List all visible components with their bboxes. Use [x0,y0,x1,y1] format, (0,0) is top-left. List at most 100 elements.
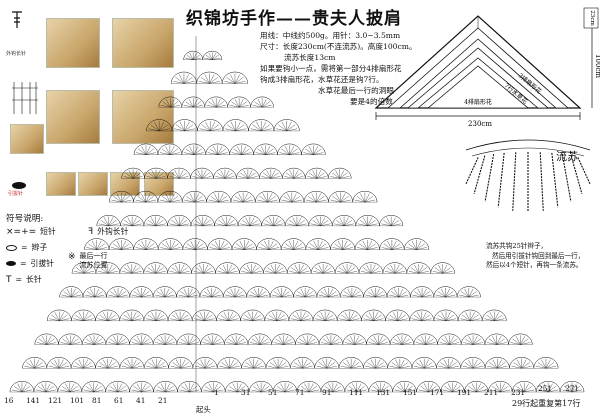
fan-stitch [82,286,107,298]
fan-stitch [158,96,183,108]
fan-stitch [152,333,178,345]
fan-stitch [181,143,206,155]
step-photo [46,18,100,68]
fan-stitch [464,381,489,393]
fan-stitch [199,286,224,298]
row-number-label: 16 [4,396,14,405]
legend-item-slip-stitch: = 引拔针 [6,258,54,269]
fringe-strand [551,152,559,208]
tutorial-bottom-label: 引拔针 [8,191,24,197]
front-post-symbol [12,11,22,28]
note-line: 用线：中线约500g。用针：3.0~3.5mm [260,31,401,40]
legend-item-front-post: ꟻ 外钩长针 [88,226,128,237]
row-number-label: 191 [457,388,472,397]
fan-stitch [293,286,318,298]
fan-stitch [559,380,585,393]
fan-stitch [312,309,338,321]
row-number-label: 131 [376,388,391,397]
fan-stitch [9,380,35,393]
fan-stitch [71,309,96,321]
fan-stitch [288,309,314,321]
fringe-marker-icon: ※ [68,252,76,262]
legend-label: 外钩长针 [97,227,129,236]
fan-stitch [272,380,298,393]
fan-stitch [460,357,486,369]
height-label: 100cm [594,54,600,78]
fan-stitch [277,143,302,155]
legend-label: 最后一行流苏位置 [79,252,108,269]
fan-stitch [355,215,380,227]
step-photo [10,124,44,154]
tutorial-panel: 外钩长针 引拔针 [4,6,182,200]
fringe-note-line: 然后以4个短针，再钩一条流苏。 [486,261,583,269]
fringe-arc [471,147,585,157]
step-photo [112,18,174,68]
fan-stitch [403,238,430,250]
fan-stitch [167,167,191,179]
fan-stitch [363,357,388,369]
legend-item-single-crochet: ×=+= 短针 [6,226,56,237]
row-number-label: 251 [538,384,553,393]
legend-title: 符号说明: [6,214,44,224]
fan-stitch [379,238,405,250]
legend-label: 引拔针 [30,259,54,268]
fan-stitch [318,333,344,345]
fan-stitch [181,96,205,108]
symbol-legend: 符号说明: ×=+= 短针 ꟻ 外钩长针 = 辫子 = 引拔针 T = 长针 ※… [6,212,176,292]
row-number-label: 91 [322,388,332,397]
fan-stitch [230,191,256,203]
fan-stitch [143,215,168,227]
fan-stitch [157,143,183,155]
row-number-label: 51 [268,388,278,397]
note-line: 如果要钩小一点，需将第一部分4排扇形花 [260,64,402,73]
step-photo [110,172,140,196]
fan-stitch [240,309,265,321]
fan-stitch [488,380,513,393]
fan-stitch [392,381,417,393]
row-number-label: 171 [430,388,445,397]
fan-stitch [382,262,408,274]
fan-stitch [157,190,183,203]
fan-stitch [168,357,194,369]
fan-stitch [250,96,274,108]
fan-stitch [282,167,306,179]
fan-stitch [508,333,533,345]
fan-stitch [133,238,159,250]
fan-stitch [255,190,280,203]
step-photo [46,172,76,196]
fan-stitch [433,309,459,321]
row-number-label: 111 [349,388,364,397]
row-number-label: 1 [214,388,219,397]
fan-stitch [81,380,106,393]
fan-stitch [190,167,214,179]
note-line: 流苏长度13cm [284,53,336,62]
fan-stitch [248,119,275,132]
fan-stitch [119,357,145,369]
fan-stitch [144,167,168,179]
fan-stitch [46,357,72,369]
fan-stitch [296,380,322,393]
top-dimension-box [583,7,599,29]
fan-stitch [215,262,240,274]
fan-stitch [182,191,207,203]
fan-stitch [363,286,388,298]
fan-stitch [334,262,360,274]
row-number-label: 271 [565,384,580,393]
fan-stitch [176,286,201,298]
step-photo [78,172,108,196]
fan-stitch [535,381,561,393]
slip-stitch-symbol [12,182,26,189]
fan-stitch [361,309,386,321]
fan-stitch [320,381,346,393]
fan-stitch [253,143,278,155]
fringe-note-line: 然后用引拔针钩回到最后一行， [492,251,585,260]
fan-stitch [167,215,192,227]
fan-stitch [129,333,154,345]
fan-stitch [484,357,510,369]
fan-stitch [368,380,393,393]
row-number-label: 121 [48,396,63,405]
row-number-label: 101 [70,396,85,405]
fan-stitch [389,333,415,345]
fan-stitch [273,119,300,132]
